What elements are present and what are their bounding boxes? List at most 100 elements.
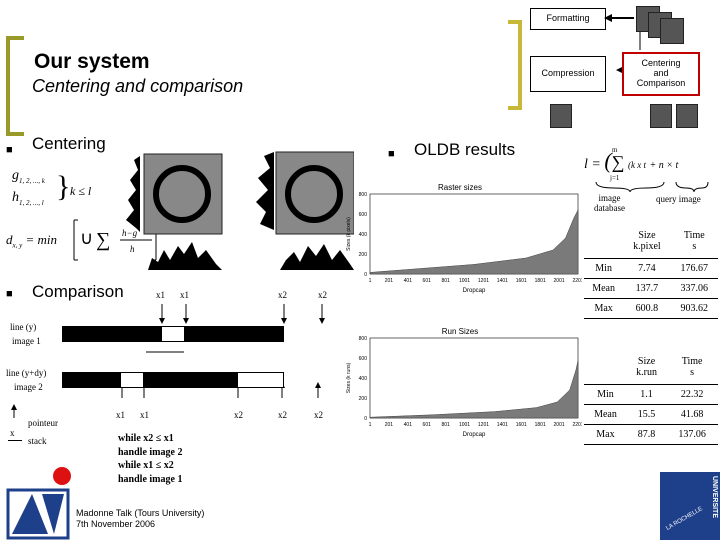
table-header-cell: Size k.run — [626, 350, 667, 385]
y-tick-label: 400 — [359, 232, 368, 238]
line-y-label: line (y) — [10, 322, 37, 332]
footer-text: Madonne Talk (Tours University) 7th Nove… — [76, 508, 204, 530]
image1-label: image 1 — [12, 336, 41, 346]
comparison-arrows — [11, 304, 325, 418]
left-bracket — [6, 36, 24, 136]
algo-line-4: handle image 1 — [118, 473, 183, 485]
x-label-bottom-3: x2 — [234, 410, 243, 420]
distance-formula: dx, y = min — [6, 232, 57, 250]
distance-min: = min — [25, 232, 57, 247]
svg-text:∪: ∪ — [80, 228, 93, 248]
image2-label: image 2 — [14, 382, 43, 392]
formula-l: l = — [584, 157, 601, 172]
x-tick-label: 2001 — [554, 278, 565, 284]
x-label-top-3: x2 — [278, 290, 287, 300]
x-tick-label: 1601 — [516, 422, 527, 428]
page-subtitle: Centering and comparison — [32, 76, 244, 96]
table-cell: 7.74 — [623, 258, 671, 279]
algo-line-2: handle image 2 — [118, 446, 183, 458]
x-tick-label: 1001 — [459, 278, 470, 284]
y-tick-label: 600 — [359, 212, 368, 218]
table-header-cell: Time s — [666, 350, 718, 385]
x-tick-label: 1201 — [478, 422, 489, 428]
dropcap-thumb-3 — [660, 18, 684, 44]
right-bracket — [508, 20, 522, 110]
x-tick-label: 1 — [369, 278, 372, 284]
svg-text:h: h — [130, 244, 135, 254]
x-label-top-2: x1 — [180, 290, 189, 300]
table-cell: Max — [584, 424, 627, 445]
table-header-cell — [584, 224, 624, 259]
x-label-bottom-5: x2 — [314, 410, 323, 420]
x-tick-label: 401 — [404, 422, 413, 428]
h-symbol: h — [12, 190, 19, 205]
brace-icon: } — [56, 170, 71, 203]
table-cell: 137.06 — [666, 424, 718, 445]
compressed-thumb — [550, 104, 572, 128]
bullet-icon: ■ — [388, 148, 395, 160]
svg-text:h−g: h−g — [122, 228, 138, 238]
series-area — [369, 360, 579, 419]
plot-area — [369, 337, 579, 419]
x-tick-label: 1401 — [497, 278, 508, 284]
y-tick-label: 600 — [359, 356, 368, 362]
image2-gap-1 — [121, 373, 143, 387]
centering-figure — [126, 151, 354, 270]
y-tick-label: 0 — [364, 272, 367, 278]
table-cell: 137.7 — [623, 278, 671, 299]
formula-braces — [595, 181, 709, 193]
g-symbol: g — [12, 168, 19, 183]
x-tick-label: 1201 — [478, 278, 489, 284]
compression-box: Compression — [530, 56, 606, 92]
g-subscript: 1, 2, ..., k — [19, 176, 45, 185]
bullet-icon: ■ — [6, 288, 13, 300]
table-cell: 87.8 — [626, 424, 667, 445]
table-cell: 337.06 — [670, 278, 718, 299]
algorithm-text: while x2 ≤ x1 handle image 2 while x1 ≤ … — [118, 432, 182, 486]
formatting-box: Formatting — [530, 8, 606, 30]
y-tick-label: 200 — [359, 396, 368, 402]
x-tick-label: 801 — [441, 278, 450, 284]
centering-comparison-label: Centering and Comparison — [636, 58, 686, 88]
x-axis-label: Dropcap — [463, 432, 486, 438]
y-tick-label: 800 — [359, 192, 368, 198]
table-cell: Mean — [584, 404, 627, 425]
cost-formula: l = (∑ (k x t + n × t — [584, 148, 678, 174]
chart-title: Raster sizes — [438, 183, 482, 192]
centered-thumb-1 — [650, 104, 672, 128]
table-cell: 15.5 — [626, 404, 667, 425]
table-cell: 22.32 — [666, 384, 718, 405]
formula-term: (k x t — [628, 160, 647, 170]
formula-sum-bot: j=1 — [610, 174, 620, 182]
x-label-bottom-1: x1 — [116, 410, 125, 420]
algo-line-3: while x1 ≤ x2 — [118, 460, 174, 471]
y-axis-label: Sizes (k runs) — [346, 362, 352, 393]
y-tick-label: 400 — [359, 376, 368, 382]
formatting-label: Formatting — [546, 13, 590, 24]
table-header-cell: Size k.pixel — [623, 224, 671, 259]
image1-gap — [162, 327, 184, 341]
svg-text:∑: ∑ — [96, 229, 110, 251]
page-title: Our system — [34, 50, 150, 73]
image2-run-line — [62, 372, 284, 388]
centering-comparison-box: Centering and Comparison — [622, 52, 700, 96]
x-tick-label: 201 — [385, 278, 394, 284]
x-tick-label: 601 — [423, 278, 432, 284]
query-image-label: query image — [656, 194, 701, 204]
y-tick-label: 200 — [359, 252, 368, 258]
distance-subscript: x, y — [12, 241, 23, 250]
y-tick-label: 800 — [359, 336, 368, 342]
section-centering: Centering — [32, 134, 106, 153]
stack-x-label: x — [10, 428, 15, 438]
h-subscript: 1, 2, ..., l — [19, 198, 44, 207]
table-cell: 176.67 — [670, 258, 718, 279]
x-label-bottom-2: x1 — [140, 410, 149, 420]
bullet-icon: ■ — [6, 144, 13, 156]
